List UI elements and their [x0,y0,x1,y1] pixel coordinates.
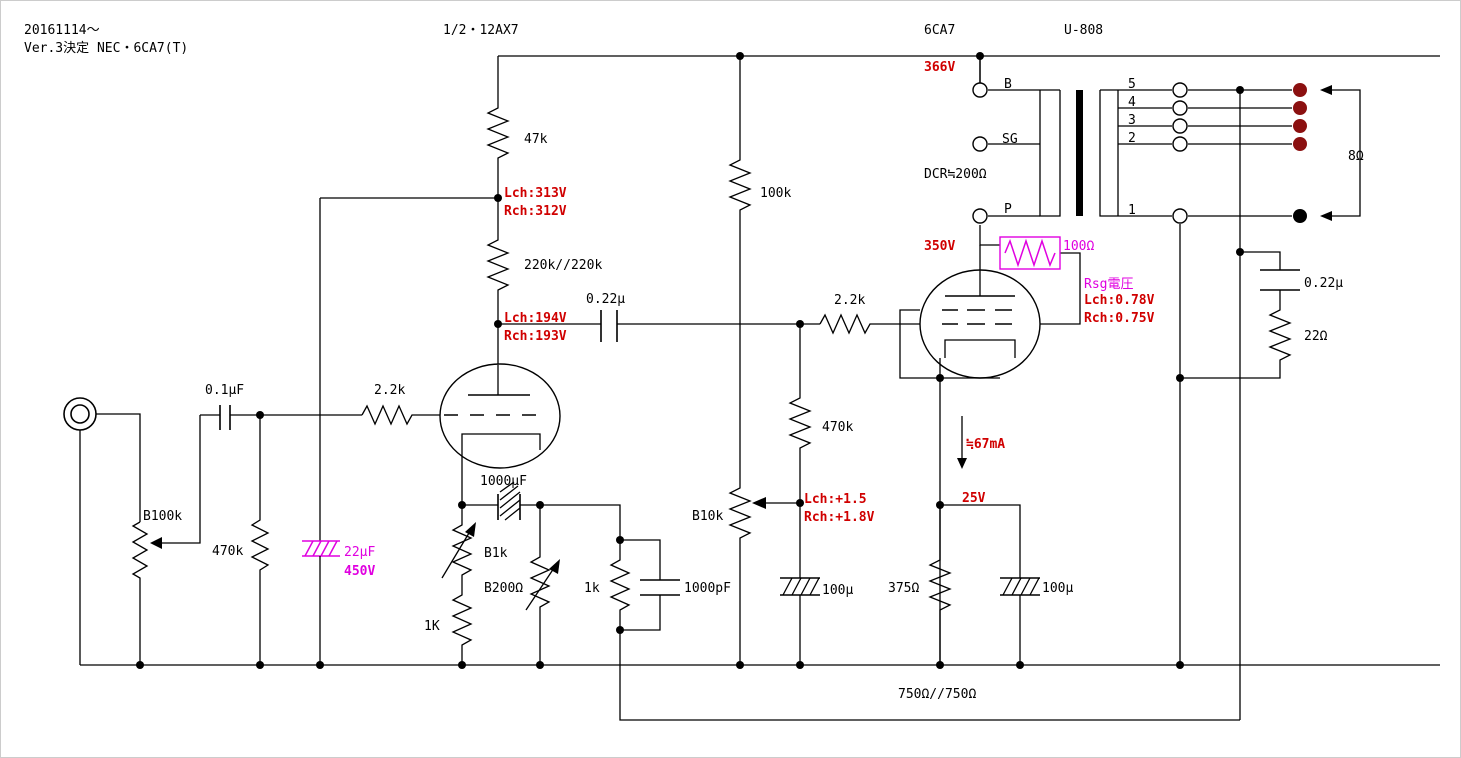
driver-tube-label: 1/2・12AX7 [443,23,519,38]
coupling-cap-label: 0.22μ [586,292,625,307]
cathode-voltage-label: 25V [962,491,986,506]
grid-stopper-6ca7 [819,313,920,335]
grid-stopper-6ca7-label: 2.2k [834,293,865,308]
sec-pin-5: 5 [1128,77,1136,92]
grid-resistor-470k [780,324,820,665]
sec-terminal-4 [1172,100,1188,116]
speaker-terminal-4 [1293,101,1307,115]
volume-pot-label: B100k [143,509,182,524]
pin-p-label: P [1004,202,1012,217]
screen-resistor-label: 100Ω [1063,239,1094,254]
nfb-pot-b200-label: B200Ω [484,581,523,596]
rch-bias-label: Rch:+1.8V [804,510,875,525]
sec-pin-4: 4 [1128,95,1136,110]
output-tube-label: 6CA7 [924,23,955,38]
coupling-cap-0.22 [498,310,820,342]
driver-tube-12ax7 [439,363,561,505]
cathode-network [441,481,1240,721]
nfb-resistor-1k-label: 1k [584,581,600,596]
input-jack [63,397,141,665]
cathode-resistor-375-label: 375Ω [888,581,919,596]
cathode-cap-100u-label: 100μ [1042,581,1073,596]
plate-voltage-label: 350V [924,239,955,254]
dcr-label: DCR≒200Ω [924,167,987,182]
lch-194v-label: Lch:194V [504,311,567,326]
grid-stopper-label: 2.2k [374,383,405,398]
sec-terminal-1 [1172,208,1188,224]
speaker-terminal-3 [1293,119,1307,133]
cathode-bias-network [928,504,1040,665]
screen-resistor-100 [999,236,1061,270]
plate-current-label: ≒67mA [966,437,1005,452]
resistor-220k-label: 220k//220k [524,258,602,273]
input-cap-0.1uF [200,405,362,430]
lch-bias-label: Lch:+1.5 [804,492,867,507]
rch-193v-label: Rch:193V [504,329,567,344]
date-label: 20161114～ [24,23,100,38]
decoupling-cap-22uF [302,197,498,665]
grid-leak-label: 470k [212,544,243,559]
transformer-model-label: U-808 [1064,23,1103,38]
nfb-resistor-750-label: 750Ω//750Ω [898,687,976,702]
bias-divider [728,56,800,665]
terminal-p [972,208,988,224]
resistor-47k-label: 47k [524,132,548,147]
cathode-pot-b1k-label: B1k [484,546,508,561]
junction-dots [136,52,1244,669]
grid-resistor-470k-label: 470k [822,420,853,435]
cathode-cap-label: 1000μF [480,474,527,489]
volume-pot-b100k [131,415,201,665]
decoupling-cap-value: 22μF [344,545,375,560]
sec-terminal-2 [1172,136,1188,152]
terminal-sg [972,136,988,152]
zobel-cap-label: 0.22μ [1304,276,1343,291]
sec-pin-1: 1 [1128,203,1136,218]
grid-leak-470k [250,415,270,665]
grid-cap-100u-label: 100μ [822,583,853,598]
sec-terminal-5 [1172,82,1188,98]
impedance-label: 8Ω [1348,149,1364,164]
cathode-resistor-1k-label: 1K [424,619,440,634]
rsg-voltage-title: Rsg電圧 [1084,277,1133,292]
pin-b-label: B [1004,77,1012,92]
sec-pin-3: 3 [1128,113,1136,128]
nfb-cap-1000pf-label: 1000pF [684,581,731,596]
bias-pot-b10k-label: B10k [692,509,723,524]
rsg-lch-label: Lch:0.78V [1084,293,1155,308]
decoupling-cap-voltage: 450V [344,564,375,579]
b-voltage-label: 366V [924,60,955,75]
impedance-arrows [1320,85,1361,221]
output-transformer [979,56,1300,720]
speaker-terminal-2 [1293,137,1307,151]
zobel-resistor-label: 22Ω [1304,329,1328,344]
resistor-100k-label: 100k [760,186,791,201]
output-tube-6ca7 [899,56,1081,665]
grid-stopper-2.2k [361,404,444,426]
speaker-terminal-1 [1293,209,1307,223]
sec-terminal-3 [1172,118,1188,134]
lch-313v-label: Lch:313V [504,186,567,201]
pin-sg-label: SG [1002,132,1018,147]
input-cap-label: 0.1μF [205,383,244,398]
terminal-b [972,82,988,98]
rch-312v-label: Rch:312V [504,204,567,219]
rsg-rch-label: Rch:0.75V [1084,311,1155,326]
current-arrow [957,416,967,469]
speaker-terminal-5 [1293,83,1307,97]
version-label: Ver.3決定 NEC・6CA7(T) [24,41,188,56]
sec-pin-2: 2 [1128,131,1136,146]
